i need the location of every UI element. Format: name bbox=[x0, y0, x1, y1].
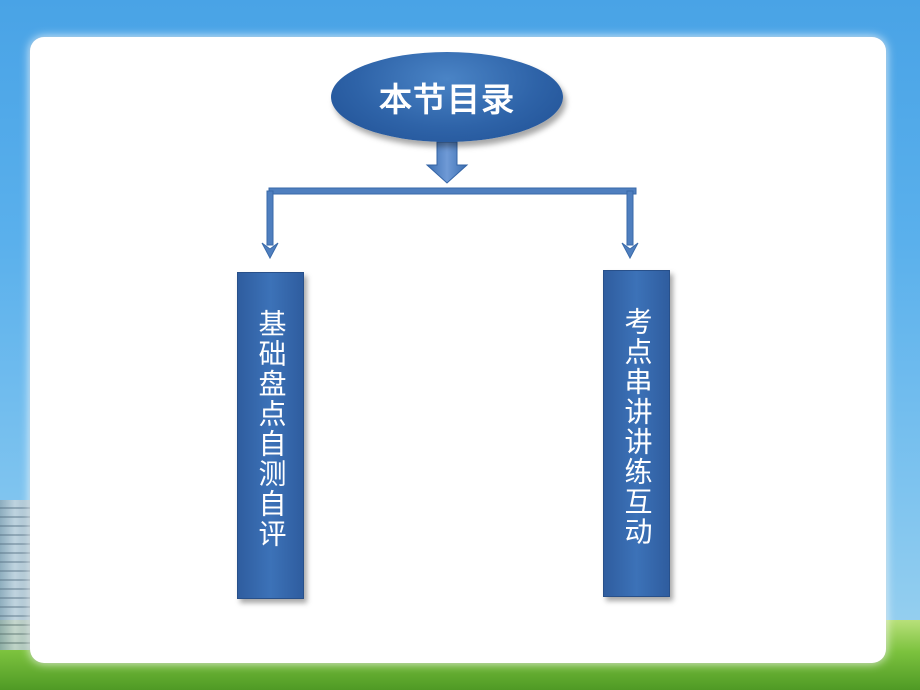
connector-right-vertical bbox=[626, 190, 634, 246]
connector-horizontal bbox=[268, 187, 637, 195]
child-node-left[interactable]: 基础盘点自测自评 bbox=[237, 272, 304, 599]
child-node-right[interactable]: 考点串讲讲练互动 bbox=[603, 270, 670, 597]
root-node-label: 本节目录 bbox=[379, 80, 515, 119]
child-node-right-label: 考点串讲讲练互动 bbox=[620, 307, 654, 547]
root-node: 本节目录 bbox=[331, 52, 563, 142]
right-arrowhead-icon bbox=[621, 242, 639, 260]
background-buildings bbox=[0, 500, 30, 650]
left-arrowhead-icon bbox=[261, 242, 279, 260]
connector-left-vertical bbox=[266, 190, 274, 246]
child-node-left-label: 基础盘点自测自评 bbox=[254, 309, 288, 549]
down-arrow-icon bbox=[425, 141, 469, 184]
